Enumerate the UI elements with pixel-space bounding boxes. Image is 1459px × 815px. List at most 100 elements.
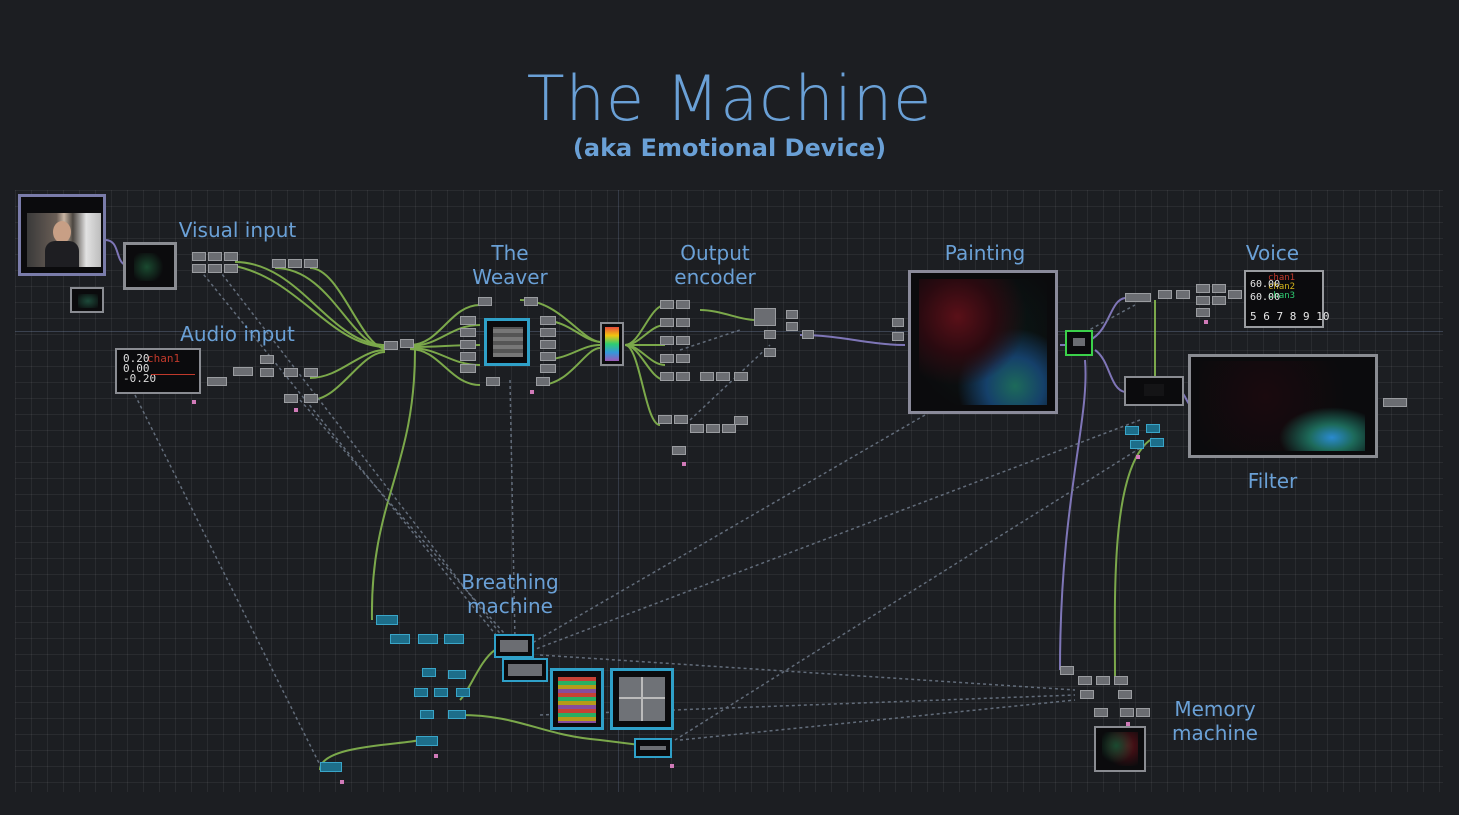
encoder-node[interactable] bbox=[764, 330, 776, 339]
encoder-node[interactable] bbox=[690, 424, 704, 433]
encoder-node[interactable] bbox=[660, 372, 674, 381]
memory-node[interactable] bbox=[1114, 676, 1128, 685]
memory-node[interactable] bbox=[1096, 676, 1110, 685]
visual-node[interactable] bbox=[192, 264, 206, 273]
breathing-grid-plot[interactable] bbox=[610, 668, 674, 730]
merge-node[interactable] bbox=[384, 341, 398, 350]
memory-viewer[interactable] bbox=[1094, 726, 1146, 772]
visual-input-preview[interactable] bbox=[123, 242, 177, 290]
audio-node[interactable] bbox=[233, 367, 253, 376]
memory-node[interactable] bbox=[1120, 708, 1134, 717]
breathing-node[interactable] bbox=[448, 710, 466, 719]
weaver-node[interactable] bbox=[540, 340, 556, 349]
visual-node[interactable] bbox=[224, 252, 238, 261]
encoder-node[interactable] bbox=[674, 415, 688, 424]
visual-node[interactable] bbox=[208, 252, 222, 261]
voice-viewer[interactable]: chan1 chan2 chan3 60.00 60.00 5 6 7 8 9 … bbox=[1244, 270, 1329, 328]
weaver-node[interactable] bbox=[478, 297, 492, 306]
voice-node[interactable] bbox=[1196, 284, 1210, 293]
voice-node[interactable] bbox=[1196, 296, 1210, 305]
breathing-preview-top[interactable] bbox=[494, 634, 534, 658]
filter-output-node[interactable] bbox=[1383, 398, 1407, 407]
breathing-node[interactable] bbox=[376, 615, 398, 625]
visual-node[interactable] bbox=[288, 259, 302, 268]
visual-node[interactable] bbox=[208, 264, 222, 273]
memory-node[interactable] bbox=[1080, 690, 1094, 699]
weaver-node[interactable] bbox=[460, 316, 476, 325]
weaver-node[interactable] bbox=[524, 297, 538, 306]
voice-node[interactable] bbox=[1212, 284, 1226, 293]
encoder-node[interactable] bbox=[660, 318, 674, 327]
weaver-node[interactable] bbox=[540, 352, 556, 361]
encoder-node[interactable] bbox=[658, 415, 672, 424]
encoder-node[interactable] bbox=[754, 308, 776, 326]
encoder-node[interactable] bbox=[660, 300, 674, 309]
weaver-node[interactable] bbox=[460, 340, 476, 349]
visual-node[interactable] bbox=[192, 252, 206, 261]
audio-node[interactable] bbox=[304, 368, 318, 377]
weaver-node[interactable] bbox=[540, 316, 556, 325]
breathing-node[interactable] bbox=[416, 736, 438, 746]
weaver-node[interactable] bbox=[486, 377, 500, 386]
encoder-node[interactable] bbox=[660, 336, 674, 345]
filter-teal-node[interactable] bbox=[1150, 438, 1164, 447]
audio-node[interactable] bbox=[260, 355, 274, 364]
visual-node[interactable] bbox=[304, 259, 318, 268]
breathing-node[interactable] bbox=[320, 762, 342, 772]
encoder-node[interactable] bbox=[660, 354, 674, 363]
memory-node[interactable] bbox=[1094, 708, 1108, 717]
weaver-node[interactable] bbox=[460, 352, 476, 361]
weaver-node[interactable] bbox=[540, 364, 556, 373]
audio-node[interactable] bbox=[207, 377, 227, 386]
encoder-node[interactable] bbox=[786, 322, 798, 331]
painting-viewer[interactable] bbox=[908, 270, 1058, 414]
encoder-node[interactable] bbox=[700, 372, 714, 381]
encoder-node[interactable] bbox=[676, 318, 690, 327]
weaver-node[interactable] bbox=[460, 364, 476, 373]
encoder-node[interactable] bbox=[802, 330, 814, 339]
encoder-node[interactable] bbox=[786, 310, 798, 319]
filter-teal-node[interactable] bbox=[1130, 440, 1144, 449]
voice-node[interactable] bbox=[1158, 290, 1172, 299]
encoder-node[interactable] bbox=[722, 424, 736, 433]
breathing-node[interactable] bbox=[414, 688, 428, 697]
encoder-node[interactable] bbox=[676, 336, 690, 345]
encoder-node[interactable] bbox=[716, 372, 730, 381]
painting-input-node[interactable] bbox=[892, 318, 904, 327]
voice-node[interactable] bbox=[1125, 293, 1151, 302]
memory-node[interactable] bbox=[1060, 666, 1074, 675]
selected-router-node[interactable] bbox=[1065, 330, 1093, 356]
voice-node[interactable] bbox=[1212, 296, 1226, 305]
breathing-node[interactable] bbox=[434, 688, 448, 697]
voice-node[interactable] bbox=[1176, 290, 1190, 299]
breathing-node[interactable] bbox=[390, 634, 410, 644]
audio-node[interactable] bbox=[304, 394, 318, 403]
filter-output-viewer[interactable] bbox=[1188, 354, 1378, 458]
breathing-node[interactable] bbox=[448, 670, 466, 679]
merge-node[interactable] bbox=[400, 339, 414, 348]
memory-node[interactable] bbox=[1078, 676, 1092, 685]
audio-input-viewer[interactable]: chan1 0.20 0.00 -0.20 bbox=[115, 348, 201, 394]
encoder-node[interactable] bbox=[672, 446, 686, 455]
small-preview-viewer[interactable] bbox=[70, 287, 104, 313]
filter-teal-node[interactable] bbox=[1146, 424, 1160, 433]
encoder-node[interactable] bbox=[764, 348, 776, 357]
breathing-output-node[interactable] bbox=[634, 738, 672, 758]
encoder-node[interactable] bbox=[706, 424, 720, 433]
camera-input-viewer[interactable] bbox=[18, 194, 106, 276]
filter-input-viewer[interactable] bbox=[1124, 376, 1184, 406]
breathing-node[interactable] bbox=[422, 668, 436, 677]
weaver-node[interactable] bbox=[536, 377, 550, 386]
voice-node[interactable] bbox=[1196, 308, 1210, 317]
weaver-node[interactable] bbox=[540, 328, 556, 337]
encoder-node[interactable] bbox=[734, 416, 748, 425]
breathing-node[interactable] bbox=[456, 688, 470, 697]
encoder-node[interactable] bbox=[676, 300, 690, 309]
weaver-core-node[interactable] bbox=[484, 318, 530, 366]
voice-node[interactable] bbox=[1228, 290, 1242, 299]
breathing-node[interactable] bbox=[418, 634, 438, 644]
breathing-node[interactable] bbox=[420, 710, 434, 719]
visual-node[interactable] bbox=[272, 259, 286, 268]
breathing-preview-mid[interactable] bbox=[502, 658, 548, 682]
encoder-node[interactable] bbox=[676, 354, 690, 363]
